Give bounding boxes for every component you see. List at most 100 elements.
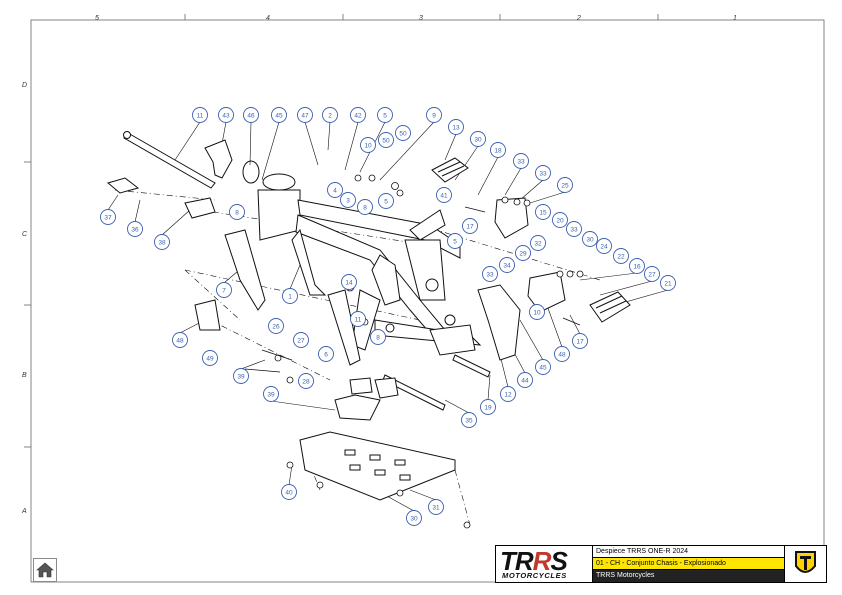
callout-circle <box>582 231 598 247</box>
callout-circle <box>357 199 373 215</box>
callout-39: 39 <box>263 386 279 402</box>
callout-circle <box>327 182 343 198</box>
callout-circle <box>426 107 442 123</box>
company-name: TRRS Motorcycles <box>593 570 784 582</box>
callout-circle <box>360 137 376 153</box>
callout-number: 6 <box>324 351 328 358</box>
callout-circle <box>378 193 394 209</box>
callout-circle <box>436 187 452 203</box>
callout-circle <box>482 266 498 282</box>
swingarm-axle <box>382 354 491 411</box>
callout-number: 2 <box>328 112 332 119</box>
callout-circle <box>127 221 143 237</box>
callout-number: 45 <box>539 364 547 371</box>
callout-9: 9 <box>426 107 442 123</box>
callout-number: 33 <box>486 271 494 278</box>
callout-circle <box>281 484 297 500</box>
callout-5: 5 <box>377 107 393 123</box>
callout-number: 40 <box>285 489 293 496</box>
brand-badge-icon <box>795 551 816 573</box>
callout-number: 44 <box>521 377 529 384</box>
callout-27: 27 <box>293 332 309 348</box>
brand-logo: TRRS MOTORCYCLES <box>496 546 593 582</box>
callout-number: 43 <box>222 112 230 119</box>
callout-circle <box>202 350 218 366</box>
callout-number: 45 <box>275 112 283 119</box>
callout-number: 1 <box>288 293 292 300</box>
callout-number: 47 <box>301 112 309 119</box>
callout-circle <box>535 204 551 220</box>
callout-10: 10 <box>360 137 376 153</box>
callout-number: 15 <box>539 209 547 216</box>
callout-circle <box>192 107 208 123</box>
skid-plate-bumper <box>334 377 381 421</box>
callout-number: 17 <box>466 223 474 230</box>
callout-16: 16 <box>629 258 645 274</box>
callout-number: 14 <box>345 279 353 286</box>
callout-number: 46 <box>247 112 255 119</box>
callout-number: 11 <box>197 112 204 119</box>
callout-3: 3 <box>340 192 356 208</box>
callout-32: 32 <box>530 235 546 251</box>
callout-circle <box>629 258 645 274</box>
callout-circle <box>378 132 394 148</box>
callout-number: 29 <box>519 250 527 257</box>
callout-circle <box>350 107 366 123</box>
callout-28: 28 <box>298 373 314 389</box>
callout-number: 36 <box>131 226 139 233</box>
callout-1: 1 <box>282 288 298 304</box>
callout-25: 25 <box>557 177 573 193</box>
front-axle-shaft <box>123 131 216 189</box>
callout-43: 43 <box>218 107 234 123</box>
callout-37: 37 <box>100 209 116 225</box>
callout-number: 4 <box>333 187 337 194</box>
callout-circle <box>172 332 188 348</box>
callout-4: 4 <box>327 182 343 198</box>
callout-number: 30 <box>474 136 482 143</box>
callout-50: 50 <box>395 125 411 141</box>
sheet-frame <box>24 14 825 583</box>
side-plate-right <box>327 289 361 366</box>
logo-subtext: MOTORCYCLES <box>502 571 567 580</box>
callout-number: 21 <box>664 280 672 287</box>
leader-lines <box>107 121 669 512</box>
row-label: A <box>21 508 27 515</box>
callout-2: 2 <box>322 107 338 123</box>
callout-circle <box>462 218 478 234</box>
callout-circle <box>470 131 486 147</box>
home-button[interactable] <box>33 558 57 582</box>
callout-31: 31 <box>428 499 444 515</box>
callout-35: 35 <box>461 412 477 428</box>
callout-number: 8 <box>376 334 380 341</box>
callout-8: 8 <box>370 329 386 345</box>
hardware-bolts <box>244 174 584 529</box>
callout-44: 44 <box>517 372 533 388</box>
callout-17: 17 <box>572 333 588 349</box>
callout-48: 48 <box>554 346 570 362</box>
callout-number: 5 <box>453 238 457 245</box>
callout-circle <box>406 510 422 526</box>
front-mudguard-bracket <box>204 139 233 179</box>
callout-number: 9 <box>432 112 436 119</box>
callout-circle <box>268 318 284 334</box>
callout-number: 30 <box>410 515 418 522</box>
column-label: 2 <box>576 15 581 22</box>
callout-circle <box>447 233 463 249</box>
callout-circle <box>596 238 612 254</box>
callout-number: 33 <box>570 226 578 233</box>
brand-badge <box>784 546 826 582</box>
callout-number: 49 <box>206 355 214 362</box>
logo-wordmark: TRRS <box>500 546 568 576</box>
o-ring-seal <box>242 160 260 184</box>
callout-circle <box>218 107 234 123</box>
callout-circle <box>515 245 531 261</box>
left-footpeg <box>431 157 469 183</box>
callout-number: 48 <box>558 351 566 358</box>
callout-circle <box>293 332 309 348</box>
callout-circle <box>517 372 533 388</box>
callout-46: 46 <box>243 107 259 123</box>
callout-circle <box>535 359 551 375</box>
right-footpeg <box>589 291 631 323</box>
callout-circle <box>243 107 259 123</box>
